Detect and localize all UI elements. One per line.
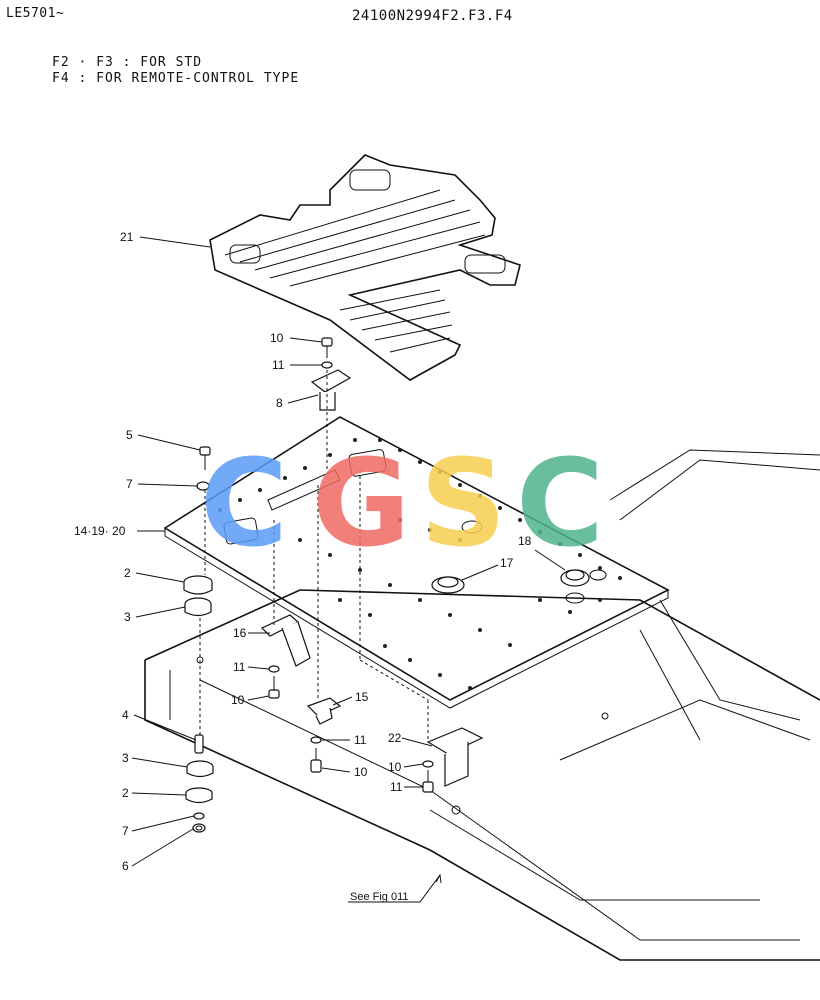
callout-16: 16: [233, 626, 247, 640]
floor-mat: [209, 154, 521, 381]
watermark-letter-s: S: [420, 435, 506, 574]
watermark-letter-c2: C: [516, 435, 604, 574]
floor-plate: [163, 416, 670, 709]
bracket-15: [306, 697, 342, 725]
callout-6: 6: [122, 859, 129, 873]
bolt-10-mid: [310, 748, 322, 773]
callout-18: 18: [518, 534, 532, 548]
callout-10-top: 10: [270, 331, 284, 345]
grommet-17: [431, 576, 465, 594]
callout-22: 22: [388, 731, 402, 745]
callout-7-top: 7: [126, 477, 133, 491]
mount-3-bottom: [186, 760, 214, 778]
grommet-18: [560, 569, 607, 604]
callout-10-mid: 10: [354, 765, 368, 779]
washer-10-right: [422, 760, 434, 768]
watermark-letter-g: G: [312, 435, 411, 574]
nut-6: [192, 823, 206, 833]
callout-3-top: 3: [124, 610, 131, 624]
watermark-letter-c1: C: [200, 435, 288, 574]
callout-4: 4: [122, 708, 129, 722]
washer-7-bottom: [193, 812, 205, 820]
bolt-11-right: [422, 770, 434, 793]
frame-structure: [144, 449, 820, 961]
washer-11-mid: [310, 736, 322, 744]
callout-10-left: 10: [231, 693, 245, 707]
callout-11-left: 11: [233, 660, 246, 674]
callout-21: 21: [120, 230, 134, 244]
callout-11-right: 11: [390, 780, 403, 794]
washer-11-top: [321, 361, 333, 369]
part-number: 24100N2994F2.F3.F4: [352, 8, 513, 24]
bolt-5: [199, 446, 211, 470]
cgsc-watermark: C G S C: [200, 435, 604, 574]
serial-range: LE5701~: [6, 6, 65, 21]
callout-7-bottom: 7: [122, 824, 129, 838]
callout-15: 15: [355, 690, 369, 704]
mount-3-top: [184, 597, 212, 617]
bracket-22: [426, 727, 484, 787]
callout-labels: 21 10 11 8 5 7 14·19· 20 18 17 2 3 16 11…: [74, 230, 532, 903]
callout-11-top: 11: [272, 358, 285, 372]
bolt-10-top: [321, 337, 333, 358]
assembly-lines: [199, 370, 429, 742]
callout-2-top: 2: [124, 566, 131, 580]
mount-2-bottom: [185, 787, 213, 804]
leader-lines: [131, 236, 566, 903]
mount-2-top: [183, 575, 213, 595]
plate-holes: [218, 438, 622, 690]
callout-17: 17: [500, 556, 514, 570]
washer-11-left: [268, 665, 280, 673]
note-remote-control: F4 : FOR REMOTE-CONTROL TYPE: [52, 71, 300, 86]
bolt-10-left: [268, 676, 280, 699]
bracket-8: [310, 369, 352, 411]
callout-10-right: 10: [388, 760, 402, 774]
note-std: F2 · F3 : FOR STD: [52, 55, 203, 70]
callout-14-19-20: 14·19· 20: [74, 524, 126, 538]
see-fig-reference: See Fig 011: [350, 891, 409, 903]
spacer-4: [194, 734, 204, 754]
callout-2-bottom: 2: [122, 786, 129, 800]
callout-3-bottom: 3: [122, 751, 129, 765]
callout-11-mid: 11: [354, 733, 367, 747]
callout-5: 5: [126, 428, 133, 442]
bracket-16: [260, 614, 311, 667]
callout-8: 8: [276, 396, 283, 410]
